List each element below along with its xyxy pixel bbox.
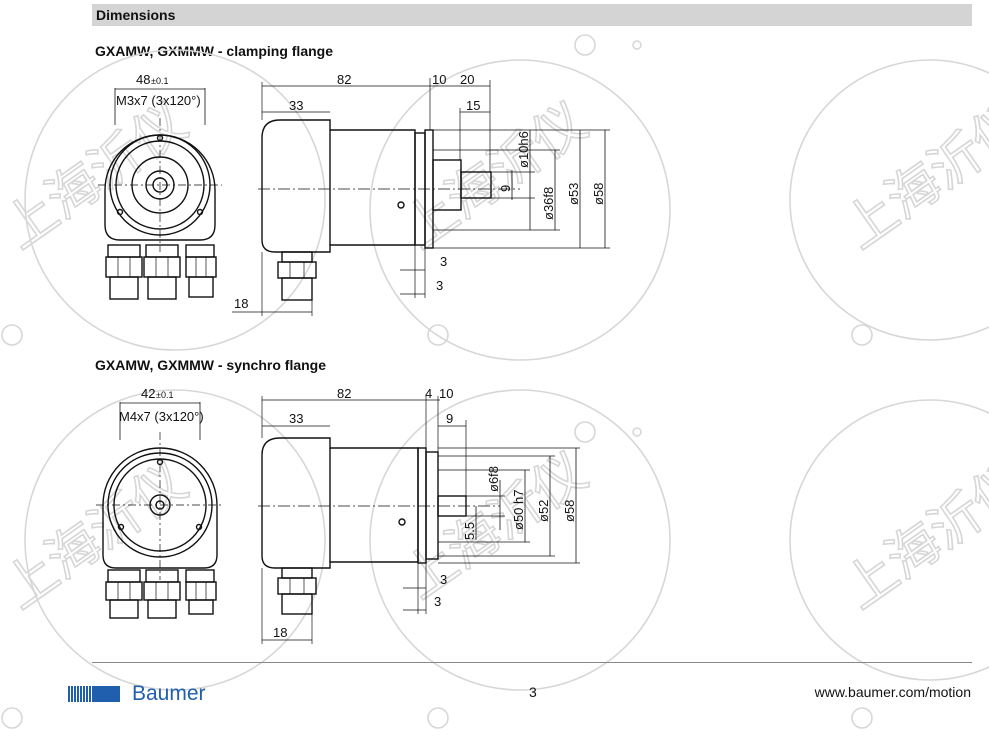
baumer-logo-mark-icon bbox=[68, 686, 120, 702]
dim-side-body: 33 bbox=[289, 98, 303, 113]
dim-side-d53: ø53 bbox=[566, 183, 581, 205]
watermark-text-1: 上海沂仪 bbox=[0, 92, 198, 260]
dim-side-d-spigot-2: ø50 h7 bbox=[511, 490, 526, 530]
watermark-text-3: 上海沂仪 bbox=[833, 92, 989, 260]
dim-front-thread-2: M4x7 (3x120°) bbox=[119, 409, 204, 424]
section-header-bar: Dimensions bbox=[92, 4, 972, 26]
dim-front-tol: ±0.1 bbox=[151, 76, 168, 86]
section-title-clamping: GXAMW, GXMMW - clamping flange bbox=[95, 43, 333, 59]
dim-side-d-shaft: ø10h6 bbox=[516, 131, 531, 168]
dim-side-d-spigot: ø36f8 bbox=[541, 187, 556, 220]
front-view-synchro bbox=[96, 402, 224, 619]
dim-side-step: 5.5 bbox=[462, 522, 477, 540]
dim-side-t2: 3 bbox=[436, 278, 443, 293]
dim-side-d52: ø52 bbox=[536, 500, 551, 522]
baumer-logo: Baumer bbox=[68, 682, 218, 706]
watermark-text-6: 上海沂仪 bbox=[833, 452, 989, 620]
dim-front-width-2: 42 bbox=[141, 386, 155, 401]
dim-side-flange-a: 4 bbox=[425, 386, 432, 401]
section-title-synchro: GXAMW, GXMMW - synchro flange bbox=[95, 357, 327, 373]
dim-side-shaft-2: 9 bbox=[446, 411, 453, 426]
dim-side-conn-2: 18 bbox=[273, 625, 287, 640]
dim-side-flange: 10 bbox=[432, 72, 446, 87]
side-view-clamping bbox=[232, 78, 610, 316]
dim-side-flat: 9 bbox=[498, 185, 513, 192]
dim-side-t2-2: 3 bbox=[434, 594, 441, 609]
dim-side-length-2: 82 bbox=[337, 386, 351, 401]
dim-side-d58: ø58 bbox=[591, 183, 606, 205]
dim-side-d-shaft-2: ø6f8 bbox=[486, 466, 501, 492]
dim-side-shaft: 15 bbox=[466, 98, 480, 113]
baumer-brand-name: Baumer bbox=[132, 682, 206, 705]
footer-url[interactable]: www.baumer.com/motion bbox=[814, 684, 971, 700]
dim-side-t1: 3 bbox=[440, 254, 447, 269]
page-number: 3 bbox=[529, 684, 537, 700]
dim-side-shaft-total: 20 bbox=[460, 72, 474, 87]
side-view-synchro bbox=[258, 396, 580, 644]
dim-side-flange-b: 10 bbox=[439, 386, 453, 401]
footer-rule bbox=[92, 662, 972, 663]
front-view-clamping bbox=[98, 88, 222, 300]
header-title: Dimensions bbox=[96, 7, 176, 23]
dim-front-width: 48 bbox=[136, 72, 150, 87]
dim-side-length: 82 bbox=[337, 72, 351, 87]
watermark: 上海沂仪 上海沂仪 上海沂仪 上海沂仪 上海沂仪 上海沂仪 bbox=[0, 34, 989, 729]
dim-side-body-2: 33 bbox=[289, 411, 303, 426]
dim-front-tol-2: ±0.1 bbox=[156, 390, 173, 400]
dim-side-d58-2: ø58 bbox=[562, 500, 577, 522]
watermark-text-2: 上海沂仪 bbox=[393, 92, 598, 260]
dim-side-conn: 18 bbox=[234, 296, 248, 311]
dim-side-t1-2: 3 bbox=[440, 572, 447, 587]
dim-front-thread: M3x7 (3x120°) bbox=[116, 93, 201, 108]
